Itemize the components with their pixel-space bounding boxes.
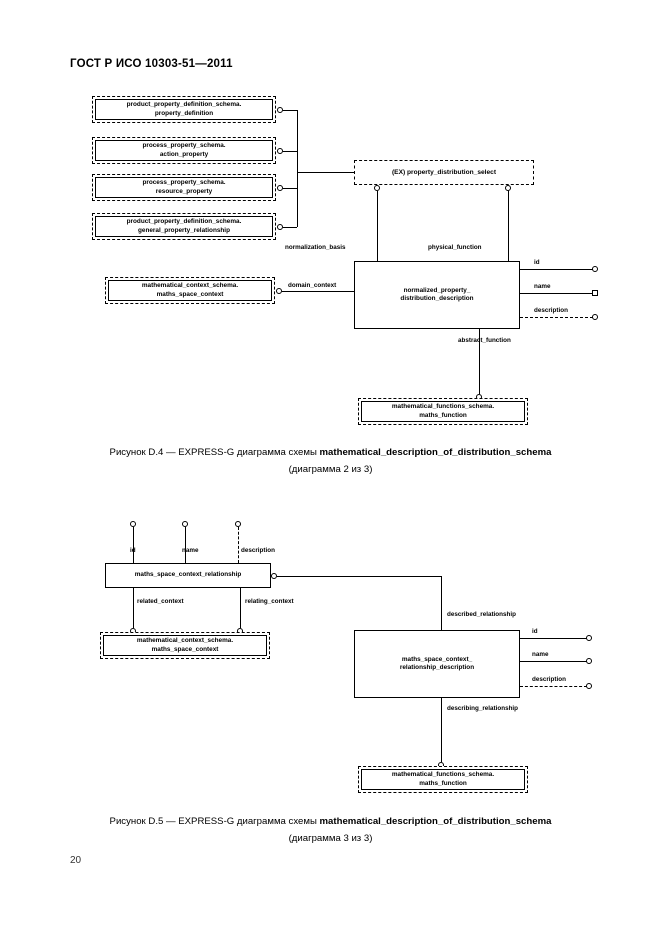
entity-box-maths-space-context-relationship: maths_space_context_relationship xyxy=(105,563,271,588)
attr-terminator-id-d4 xyxy=(592,266,598,272)
attr-label-description-d4: description xyxy=(534,307,568,314)
entity-label-relationship-description: maths_space_context_ relationship_descri… xyxy=(399,655,475,671)
entity-box-normalized-property-distribution: normalized_property_ distribution_descri… xyxy=(354,261,520,329)
connector-circle-property-definition xyxy=(277,106,283,113)
select-drop-line-left xyxy=(377,191,378,261)
iface-label-resource-property: process_property_schema. resource_proper… xyxy=(95,177,273,198)
bus-stub-4 xyxy=(283,226,297,228)
attr-label-description-d5-top: description xyxy=(241,547,275,554)
iface-label-maths-function-d4: mathematical_functions_schema. maths_fun… xyxy=(361,401,525,422)
iface-box-general-property-relationship: product_property_definition_schema. gene… xyxy=(92,213,276,240)
figure-d4-caption-line2: (диаграмма 2 из 3) xyxy=(288,464,373,475)
iface-box-resource-property: process_property_schema. resource_proper… xyxy=(92,174,276,201)
related-context-line xyxy=(133,588,134,628)
select-drop-line-right xyxy=(508,191,509,261)
iface-box-maths-space-context-d5: mathematical_context_schema. maths_space… xyxy=(100,632,270,659)
figure-d5-caption-schema: mathematical_description_of_distribution… xyxy=(319,816,552,827)
figure-d4-caption-line1: Рисунок D.4 — EXPRESS-G диаграмма схемы … xyxy=(0,446,661,460)
domain-context-line xyxy=(282,290,354,292)
attr-terminator-description-d5 xyxy=(586,683,592,689)
select-box-property-distribution: (EX) property_distribution_select xyxy=(354,160,534,185)
entity-box-relationship-description: maths_space_context_ relationship_descri… xyxy=(354,630,520,698)
attr-line-id-d4 xyxy=(520,269,593,270)
iface-label-property-definition: product_property_definition_schema. prop… xyxy=(95,99,273,120)
iface-box-action-property: process_property_schema. action_property xyxy=(92,137,276,164)
select-drop-circle-right xyxy=(505,185,511,191)
attr-line-description-d5-top xyxy=(238,527,239,563)
describing-relationship-line xyxy=(441,698,442,762)
abstract-function-line xyxy=(479,329,480,394)
page-number: 20 xyxy=(70,855,82,866)
bus-to-select-line xyxy=(297,172,354,173)
figure-d5-caption-line1: Рисунок D.5 — EXPRESS-G диаграмма схемы … xyxy=(0,815,661,829)
select-drop-circle-left xyxy=(374,185,380,191)
attr-line-name-d5 xyxy=(520,661,587,662)
edge-label-normalization-basis: normalization_basis xyxy=(285,244,346,251)
attr-label-id-d5: id xyxy=(532,628,538,635)
attr-terminator-id-d5-top xyxy=(130,521,136,527)
page-header: ГОСТ Р ИСО 10303-51—2011 xyxy=(70,58,233,70)
iface-box-maths-function-d5: mathematical_functions_schema. maths_fun… xyxy=(358,766,528,793)
described-relationship-hline xyxy=(277,575,442,577)
attr-line-name-d4 xyxy=(520,293,593,294)
attr-line-id-d5-top xyxy=(133,527,134,563)
iface-label-action-property: process_property_schema. action_property xyxy=(95,140,273,161)
attr-terminator-description-d5-top xyxy=(235,521,241,527)
edge-label-physical-function: physical_function xyxy=(428,244,482,251)
attr-terminator-name-d5-top xyxy=(182,521,188,527)
attr-terminator-description-d4 xyxy=(592,314,598,320)
iface-box-maths-space-context-d4: mathematical_context_schema. maths_space… xyxy=(105,277,275,304)
attr-label-name-d5-top: name xyxy=(182,547,199,554)
attr-line-name-d5-top xyxy=(185,527,186,563)
bus-stub-1 xyxy=(283,109,297,111)
entity-label-maths-space-context-relationship: maths_space_context_relationship xyxy=(134,571,242,579)
connector-circle-action-property xyxy=(277,147,283,154)
attr-label-description-d5: description xyxy=(532,676,566,683)
iface-label-general-property-relationship: product_property_definition_schema. gene… xyxy=(95,216,273,237)
attr-line-id-d5 xyxy=(520,638,587,639)
attr-label-name-d4: name xyxy=(534,283,551,290)
iface-label-maths-space-context-d4: mathematical_context_schema. maths_space… xyxy=(108,280,272,301)
edge-label-domain-context: domain_context xyxy=(288,282,337,289)
figure-d5-caption-line2: (диаграмма 3 из 3) xyxy=(288,833,373,844)
attr-line-description-d4 xyxy=(520,317,593,318)
figure-d4-caption-prefix: Рисунок D.4 — EXPRESS-G диаграмма схемы xyxy=(109,447,320,458)
described-relationship-vline xyxy=(441,575,442,631)
described-relationship-circle xyxy=(271,572,277,579)
iface-box-maths-function-d4: mathematical_functions_schema. maths_fun… xyxy=(358,398,528,425)
edge-label-described-relationship: described_relationship xyxy=(447,611,516,618)
attr-label-name-d5: name xyxy=(532,651,549,658)
bus-stub-3 xyxy=(283,187,297,189)
edge-label-relating-context: relating_context xyxy=(245,598,294,605)
edge-label-related-context: related_context xyxy=(137,598,184,605)
edge-label-abstract-function: abstract_function xyxy=(458,337,511,344)
edge-label-describing-relationship: describing_relationship xyxy=(447,705,519,712)
attr-line-description-d5 xyxy=(520,686,587,687)
iface-label-maths-function-d5: mathematical_functions_schema. maths_fun… xyxy=(361,769,525,790)
entity-label-normalized-property-distribution: normalized_property_ distribution_descri… xyxy=(400,286,474,302)
attr-label-id-d5-top: id xyxy=(130,547,136,554)
attr-terminator-name-d4 xyxy=(592,290,598,296)
select-label-property-distribution: (EX) property_distribution_select xyxy=(391,169,497,176)
figure-d4-caption-schema: mathematical_description_of_distribution… xyxy=(319,447,552,458)
relating-context-line xyxy=(240,588,241,628)
connector-circle-domain-context xyxy=(276,287,282,294)
bus-vertical-line xyxy=(297,109,298,227)
iface-box-property-definition: product_property_definition_schema. prop… xyxy=(92,96,276,123)
attr-terminator-name-d5 xyxy=(586,658,592,664)
iface-label-maths-space-context-d5: mathematical_context_schema. maths_space… xyxy=(103,635,267,656)
connector-circle-resource-property xyxy=(277,184,283,191)
attr-label-id-d4: id xyxy=(534,259,540,266)
attr-terminator-id-d5 xyxy=(586,635,592,641)
figure-d5-caption-prefix: Рисунок D.5 — EXPRESS-G диаграмма схемы xyxy=(109,816,320,827)
connector-circle-general-property-relationship xyxy=(277,223,283,230)
bus-stub-2 xyxy=(283,150,297,152)
